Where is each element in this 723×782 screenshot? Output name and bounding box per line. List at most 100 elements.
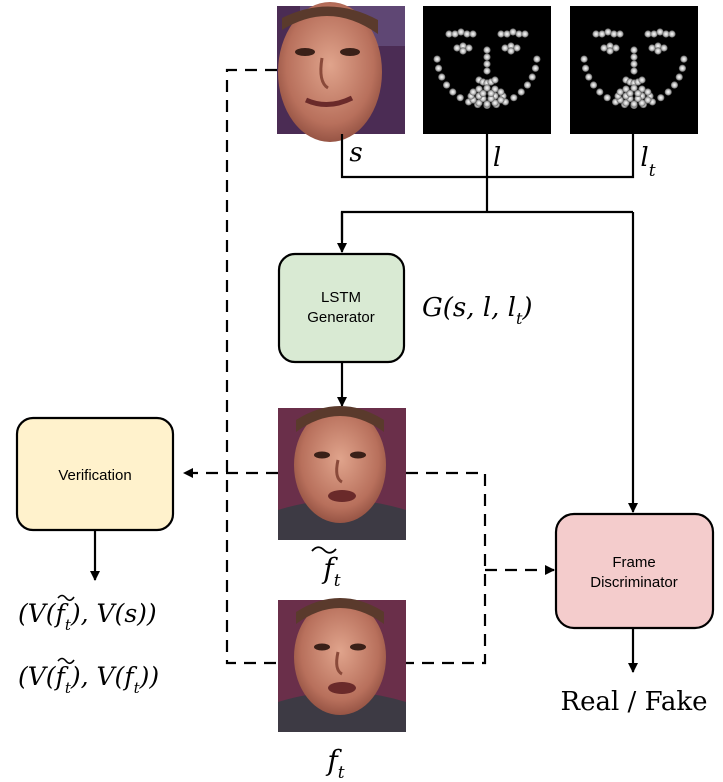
landmark-dot (483, 84, 491, 92)
landmark-dot (487, 89, 495, 98)
landmark-dot (528, 73, 536, 81)
landmark-dot (616, 30, 624, 38)
input-connectors (337, 134, 638, 513)
discriminator-box-shape (554, 512, 715, 630)
tilde-generated (311, 546, 337, 554)
landmark-dot (648, 44, 656, 52)
landmark-dot (483, 46, 491, 54)
landmark-dot (657, 94, 665, 102)
landmark-dot (656, 28, 664, 36)
generator-label-line2: Generator (307, 309, 375, 326)
landmark-dot (638, 76, 646, 84)
landmark-dot (650, 30, 658, 38)
landmark-dot (507, 47, 515, 55)
landmark-dot (465, 44, 473, 52)
lstm-generator-box: LSTM Generator (277, 252, 406, 364)
landmark-dot (606, 47, 614, 55)
landmark-dot (487, 94, 495, 103)
landmark-dot (598, 30, 606, 38)
tilde-output-2 (57, 657, 75, 665)
landmark-dot (449, 88, 457, 96)
verification-box: Verification (15, 416, 175, 532)
landmark-dot (634, 89, 642, 98)
landmark-dot (469, 30, 477, 38)
tilde-output-1 (57, 594, 75, 602)
generated-face-image (278, 406, 406, 540)
landmark-dot (612, 44, 620, 52)
landmark-dot (644, 96, 652, 104)
landmark-map-lt (570, 6, 698, 134)
generator-formula: G(s, l, lt) (422, 293, 533, 328)
landmark-dot (580, 55, 588, 63)
landmark-dot (503, 30, 511, 38)
landmark-dot (581, 64, 590, 72)
landmark-dot (442, 81, 451, 89)
landmark-dot (517, 88, 525, 96)
landmark-dot (644, 30, 652, 38)
landmark-dot (670, 81, 679, 89)
landmark-dot (630, 53, 638, 61)
landmark-dot (483, 67, 491, 75)
landmark-dot (483, 53, 491, 61)
landmark-dot (501, 44, 509, 52)
landmark-dot (600, 44, 608, 52)
landmark-dot (445, 30, 453, 38)
verification-label: Verification (58, 467, 131, 484)
landmark-dot (654, 47, 662, 55)
landmark-dot (510, 94, 518, 102)
landmark-dot (483, 60, 491, 68)
landmark-dot (634, 94, 642, 103)
source-face-image (277, 2, 405, 142)
landmark-dot (668, 30, 676, 38)
landmark-dot (523, 81, 532, 89)
real-frame-label: ft (325, 744, 344, 782)
generator-box-shape (277, 252, 406, 364)
landmark-dot (459, 47, 467, 55)
landmark-dot (680, 55, 688, 63)
generated-frame-label: ft (321, 552, 340, 591)
landmark-dot (604, 28, 612, 36)
discriminator-label-line1: Frame (612, 554, 655, 571)
landmark-dot (630, 67, 638, 75)
landmark-dot (515, 30, 523, 38)
landmark-dot (664, 88, 672, 96)
verification-output-1: (V(ft), V(s)) (18, 599, 157, 634)
landmark-dot (630, 46, 638, 54)
landmark-dot (675, 73, 683, 81)
landmark-dot (497, 88, 505, 96)
landmark-dot (509, 28, 517, 36)
landmark-label: l (493, 143, 501, 173)
discriminator-label-line2: Discriminator (590, 574, 678, 591)
landmark-dot (469, 88, 477, 96)
landmark-dot (644, 88, 652, 96)
landmark-dot (589, 81, 598, 89)
landmark-dot (678, 64, 687, 72)
landmark-dot (497, 96, 505, 104)
verification-output-2: (V(ft), V(ft)) (18, 662, 159, 697)
landmark-dot (662, 30, 670, 38)
source-label: s (349, 138, 362, 168)
landmark-dot (491, 76, 499, 84)
landmark-map-l (423, 6, 551, 134)
landmark-dot (513, 44, 521, 52)
landmark-dot (596, 88, 604, 96)
landmark-dot (497, 30, 505, 38)
landmark-dot (592, 30, 600, 38)
frame-discriminator-box: Frame Discriminator (554, 512, 715, 630)
landmark-dot (610, 30, 618, 38)
landmark-dot (451, 30, 459, 38)
landmark-dot (616, 88, 624, 96)
landmark-dot (453, 44, 461, 52)
landmark-dot (603, 94, 611, 102)
landmark-dot (463, 30, 471, 38)
landmark-dot (660, 44, 668, 52)
landmark-dot (531, 64, 540, 72)
landmark-dot (434, 64, 443, 72)
landmark-dot (507, 42, 515, 50)
target-landmark-label: lt (640, 143, 655, 181)
landmark-dot (479, 89, 487, 98)
landmark-dot (433, 55, 441, 63)
generator-label-line1: LSTM (321, 289, 361, 306)
